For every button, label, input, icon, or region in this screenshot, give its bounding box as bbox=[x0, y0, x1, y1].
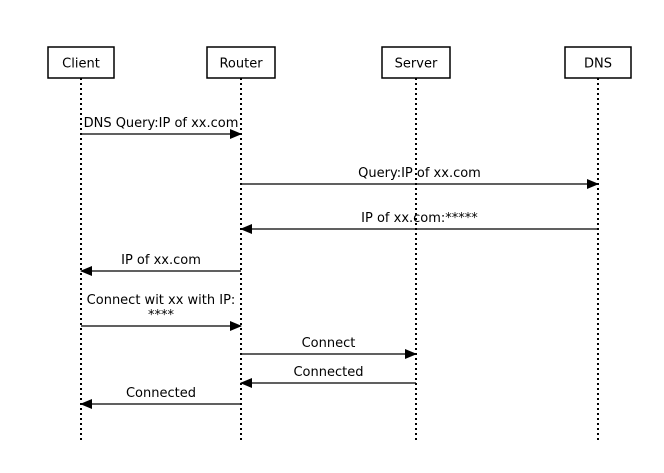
message-label: **** bbox=[148, 308, 175, 323]
participant-label-client: Client bbox=[62, 57, 100, 72]
participants: Client Router Server DNS bbox=[47, 46, 632, 440]
message-6: Connect bbox=[241, 336, 417, 359]
message-label: Connected bbox=[293, 365, 363, 380]
message-label: Connected bbox=[126, 386, 196, 401]
participant-router: Router bbox=[206, 46, 276, 440]
participant-server: Server bbox=[381, 46, 451, 440]
participant-box-router bbox=[206, 46, 276, 79]
participant-dns: DNS bbox=[564, 46, 632, 440]
message-label: Connect wit xx with IP: bbox=[87, 293, 236, 308]
message-8: Connected bbox=[80, 386, 241, 409]
participant-label-router: Router bbox=[219, 57, 263, 72]
message-label: Connect bbox=[302, 336, 356, 351]
participant-label-dns: DNS bbox=[584, 57, 612, 72]
participant-client: Client bbox=[47, 46, 115, 440]
participant-box-dns bbox=[564, 46, 632, 79]
message-3: IP of xx.com:***** bbox=[240, 211, 598, 234]
participant-box-server bbox=[381, 46, 451, 79]
message-label: DNS Query:IP of xx.com bbox=[84, 116, 239, 131]
message-5: Connect wit xx with IP:**** bbox=[81, 293, 242, 331]
message-7: Connected bbox=[240, 365, 416, 388]
message-label: Query:IP of xx.com bbox=[358, 166, 481, 181]
message-4: IP of xx.com bbox=[80, 253, 241, 276]
message-2: Query:IP of xx.com bbox=[241, 166, 599, 189]
message-label: IP of xx.com:***** bbox=[361, 211, 478, 226]
message-1: DNS Query:IP of xx.com bbox=[81, 116, 242, 139]
message-label: IP of xx.com bbox=[121, 253, 201, 268]
participant-box-client bbox=[47, 46, 115, 79]
participant-label-server: Server bbox=[395, 57, 438, 72]
